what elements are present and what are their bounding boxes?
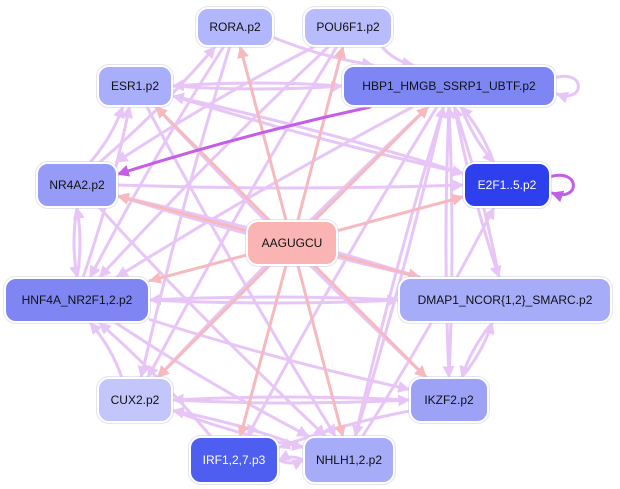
node-label: RORA.p2: [209, 20, 261, 34]
edge-e2f1-to-esr1: [171, 92, 465, 175]
edge-e2f1-to-hbp1: [459, 105, 496, 164]
edge-center-to-esr1: [154, 105, 271, 222]
edge-irf1-to-nhlh1: [277, 458, 305, 471]
node-pou6f1[interactable]: POU6F1.p2: [303, 7, 393, 47]
node-esr1[interactable]: ESR1.p2: [97, 65, 173, 107]
node-nr4a2[interactable]: NR4A2.p2: [36, 162, 118, 208]
node-rora[interactable]: RORA.p2: [196, 7, 274, 47]
edge-rora-to-hbp1: [272, 36, 375, 70]
edge-nr4a2-to-hnf4a: [69, 206, 82, 279]
edge-ikzf2-to-dmap1: [460, 321, 495, 379]
node-label: E2F1..5.p2: [477, 178, 537, 192]
node-label: DMAP1_NCOR{1,2}_SMARC.p2: [417, 293, 593, 307]
edge-center-to-irf1: [237, 264, 288, 438]
node-label: NHLH1,2.p2: [315, 453, 383, 467]
edge-esr1-to-nhlh1: [145, 105, 337, 438]
node-hnf4a[interactable]: HNF4A_NR2F1,2.p2: [4, 277, 150, 323]
edge-esr1-to-hbp1: [171, 80, 344, 93]
edge-rora-to-hnf4a: [88, 45, 225, 279]
edge-hbp1-to-ikzf2: [442, 105, 455, 379]
edge-hbp1-to-nr4a2: [116, 105, 372, 177]
node-label: AAGUGCU: [261, 236, 323, 250]
edge-dmap1-to-hnf4a: [148, 293, 400, 306]
node-cux2[interactable]: CUX2.p2: [97, 377, 173, 423]
edge-hbp1-to-e2f1: [459, 105, 496, 164]
edge-ikzf2-to-hbp1: [443, 105, 456, 379]
node-label: ESR1.p2: [110, 79, 160, 93]
node-label: IKZF2.p2: [424, 393, 474, 407]
node-irf1[interactable]: IRF1,2,7.p3: [189, 436, 279, 484]
node-aagugcu[interactable]: AAGUGCU: [246, 220, 338, 266]
edge-cux2-to-hnf4a: [88, 321, 124, 379]
node-label: CUX2.p2: [110, 393, 160, 407]
edge-dmap1-to-ikzf2: [459, 321, 494, 379]
edge-hbp1-to-irf1: [246, 105, 439, 438]
node-ikzf2[interactable]: IKZF2.p2: [409, 377, 489, 423]
edge-e2f1-to-e2f1: [547, 173, 575, 203]
edge-center-to-nhlh1: [296, 264, 346, 438]
edge-center-to-hbp1: [313, 105, 430, 222]
edge-nr4a2-to-esr1: [88, 105, 125, 164]
edge-center-to-hnf4a: [148, 253, 248, 284]
edge-cux2-to-ikzf2: [171, 394, 411, 407]
edge-pou6f1-to-hbp1: [380, 45, 415, 69]
edge-pou6f1-to-hnf4a: [98, 45, 330, 279]
node-nhlh1[interactable]: NHLH1,2.p2: [303, 436, 395, 484]
node-label: HNF4A_NR2F1,2.p2: [21, 293, 133, 307]
edge-center-to-e2f1: [336, 193, 465, 233]
edge-center-to-pou6f1: [296, 45, 346, 222]
edge-nr4a2-to-e2f1: [116, 179, 465, 192]
node-dmap1[interactable]: DMAP1_NCOR{1,2}_SMARC.p2: [398, 277, 612, 323]
edge-esr1-to-e2f1: [171, 94, 465, 177]
edge-ikzf2-to-cux2: [171, 393, 411, 406]
edge-center-to-ikzf2: [313, 264, 428, 379]
edge-nhlh1-to-e2f1: [361, 206, 496, 438]
edge-hnf4a-to-dmap1: [148, 294, 400, 307]
node-e2f1[interactable]: E2F1..5.p2: [463, 162, 551, 208]
node-label: IRF1,2,7.p3: [202, 453, 266, 467]
node-label: HBP1_HMGB_SSRP1_UBTF.p2: [362, 79, 536, 93]
edge-pou6f1-to-cux2: [146, 45, 339, 379]
edge-nhlh1-to-irf1: [277, 449, 305, 462]
edge-center-to-nr4a2: [116, 193, 248, 233]
node-hbp1[interactable]: HBP1_HMGB_SSRP1_UBTF.p2: [342, 65, 556, 107]
edge-hnf4a-to-nhlh1: [114, 321, 310, 438]
node-label: NR4A2.p2: [49, 178, 105, 192]
edge-center-to-cux2: [156, 264, 271, 379]
edge-hbp1-to-esr1: [171, 79, 344, 92]
edge-hnf4a-to-nr4a2: [72, 206, 85, 279]
node-label: POU6F1.p2: [316, 20, 380, 34]
edge-hnf4a-to-ikzf2: [148, 318, 411, 393]
edge-center-to-dmap1: [336, 253, 421, 281]
edge-hbp1-to-hbp1: [552, 74, 580, 104]
